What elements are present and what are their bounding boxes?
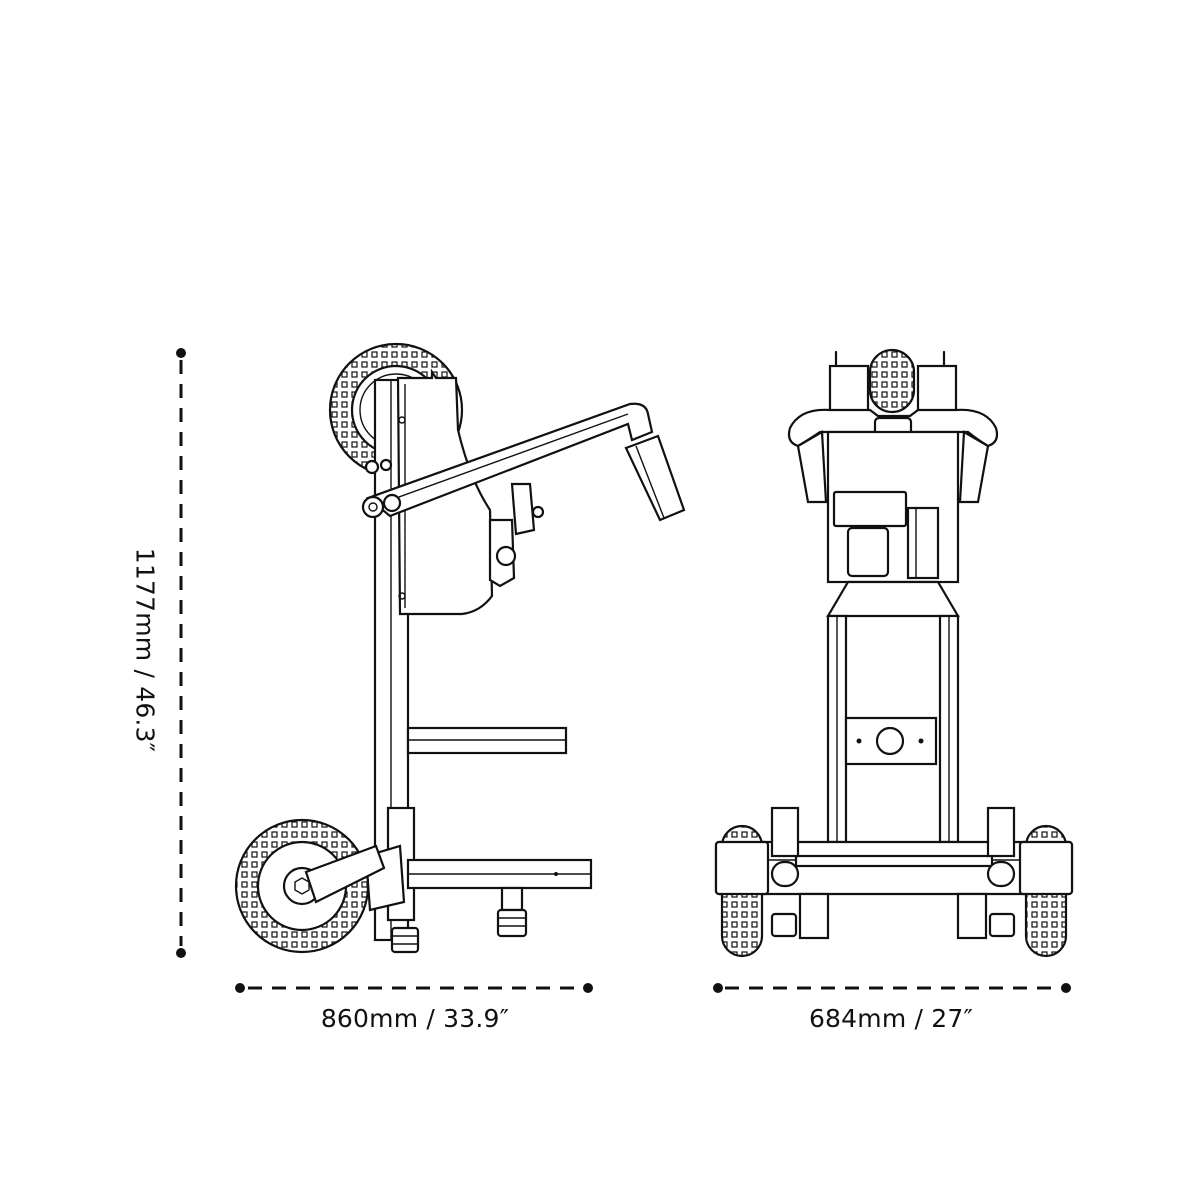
depth-dimension-line <box>713 983 1071 993</box>
side-view-drawing <box>234 342 686 954</box>
side-bottom-wheel <box>234 818 386 954</box>
width-dimension-label: 860mm / 33.9″ <box>320 1004 510 1033</box>
front-top-wheel <box>868 348 916 414</box>
front-view-drawing <box>714 348 1074 958</box>
front-right-wheel <box>1018 824 1074 958</box>
depth-dimension-label: 684mm / 27″ <box>808 1004 974 1033</box>
front-left-wheel <box>714 824 770 958</box>
width-dimension-line <box>235 983 593 993</box>
height-dimension-line <box>176 348 186 958</box>
height-dimension-label: 1177mm / 46.3″ <box>130 547 160 753</box>
